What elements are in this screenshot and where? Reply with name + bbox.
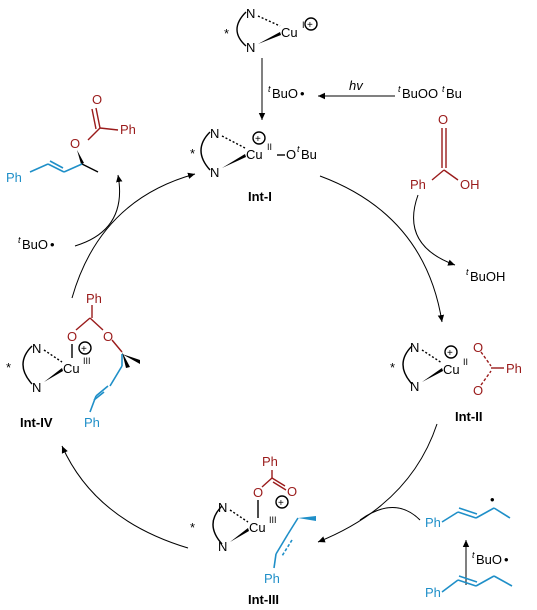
- svg-text:N: N: [218, 539, 227, 554]
- svg-text:Cu: Cu: [63, 361, 80, 376]
- svg-text:III: III: [83, 356, 91, 366]
- svg-text:O: O: [92, 92, 102, 107]
- svg-text:*: *: [6, 360, 11, 375]
- svg-text:t: t: [442, 84, 445, 94]
- svg-text:N: N: [32, 341, 41, 356]
- svg-text:*: *: [190, 520, 195, 535]
- svg-text:+: +: [447, 348, 453, 359]
- ligand-arc: [236, 11, 247, 47]
- svg-text:Ph: Ph: [86, 291, 102, 306]
- int-iii-complex: * N N Cu III + O O Ph Ph Int-III: [190, 454, 316, 607]
- int-ii-label: Int-II: [455, 409, 482, 424]
- cu-i-complex: * N N Cu I +: [224, 6, 318, 55]
- svg-text:II: II: [267, 142, 272, 152]
- svg-text:•: •: [300, 86, 305, 101]
- svg-text:Ph: Ph: [262, 454, 278, 469]
- svg-text:t: t: [466, 267, 469, 277]
- svg-text:Ph: Ph: [120, 122, 136, 137]
- product-ester: O Ph O Ph: [6, 92, 136, 185]
- svg-text:O: O: [438, 112, 448, 127]
- svg-text:O: O: [473, 340, 483, 355]
- tbuoh-label: BuOH: [470, 269, 505, 284]
- svg-text:*: *: [390, 360, 395, 375]
- svg-text:Bu: Bu: [446, 86, 462, 101]
- svg-text:Cu: Cu: [246, 147, 263, 162]
- svg-text:O: O: [70, 136, 80, 151]
- radical-dot: •: [490, 492, 495, 507]
- int-iv-label: Int-IV: [20, 415, 53, 430]
- svg-text:Cu: Cu: [443, 362, 460, 377]
- copper-label: Cu: [281, 25, 298, 40]
- svg-text:•: •: [50, 237, 55, 252]
- benzoic-acid: O Ph OH: [410, 112, 480, 192]
- hv-label: hv: [349, 78, 364, 93]
- tbuo-left-label: BuO: [22, 237, 48, 252]
- svg-text:+: +: [278, 498, 284, 509]
- svg-text:t: t: [297, 144, 300, 154]
- product-release-arrow: [74, 174, 123, 247]
- svg-text:O: O: [103, 329, 113, 344]
- svg-text:•: •: [504, 552, 509, 567]
- svg-text:N: N: [210, 165, 219, 180]
- svg-text:O: O: [473, 383, 483, 398]
- svg-text:Cu: Cu: [249, 520, 266, 535]
- int-iv-complex: * N N Cu III + O Ph O Ph Int-IV: [6, 291, 140, 430]
- svg-text:t: t: [18, 235, 21, 245]
- product-ph: Ph: [6, 170, 22, 185]
- tbuoh-release-arrow: [413, 194, 456, 266]
- svg-text:III: III: [269, 515, 277, 525]
- n-bottom: N: [246, 40, 255, 55]
- svg-text:O: O: [253, 485, 263, 500]
- cycle-arrow-int3-int4: [61, 445, 189, 549]
- svg-text:N: N: [410, 379, 419, 394]
- svg-text:Ph: Ph: [425, 515, 441, 530]
- int-i-label: Int-I: [248, 189, 272, 204]
- int-ii-complex: * N N Cu II + O O Ph Int-II: [390, 340, 522, 424]
- wedge-bond: [258, 32, 281, 44]
- svg-text:Ph: Ph: [264, 571, 280, 586]
- svg-text:II: II: [463, 357, 468, 367]
- cycle-arrow-int1-int2: [319, 175, 445, 323]
- tbuo-bottom-label: BuO: [476, 552, 502, 567]
- svg-text:Bu: Bu: [301, 147, 317, 162]
- svg-text:+: +: [81, 344, 87, 355]
- svg-text:Ph: Ph: [84, 415, 100, 430]
- svg-text:N: N: [210, 126, 219, 141]
- svg-text:+: +: [255, 134, 261, 145]
- cycle-arrow-int2-int3: [317, 423, 438, 543]
- radical-entry-arrow: [359, 507, 421, 521]
- n-top: N: [246, 6, 255, 21]
- dashed-bond: [257, 15, 281, 27]
- alkene-ph: Ph: [425, 585, 441, 600]
- svg-text:O: O: [67, 329, 77, 344]
- svg-text:N: N: [218, 500, 227, 515]
- plus-sign: +: [307, 20, 313, 31]
- radical-formation: Ph • t BuO • Ph: [425, 492, 513, 600]
- svg-text:Ph: Ph: [410, 177, 426, 192]
- int-iii-label: Int-III: [248, 592, 279, 607]
- charge-circle: [304, 17, 318, 31]
- svg-text:*: *: [190, 146, 195, 161]
- svg-text:t: t: [268, 84, 271, 94]
- svg-text:OH: OH: [460, 177, 480, 192]
- svg-text:O: O: [287, 484, 297, 499]
- svg-text:N: N: [32, 380, 41, 395]
- svg-text:N: N: [410, 340, 419, 355]
- svg-text:O: O: [286, 147, 296, 162]
- oxidation-state: I: [302, 20, 305, 30]
- int-i-complex: * N N Cu II O t Bu + Int-I: [190, 126, 317, 204]
- tbuo-radical-label: BuO: [272, 86, 298, 101]
- svg-text:t: t: [398, 84, 401, 94]
- cycle-arrow-int4-int1: [71, 172, 196, 299]
- svg-text:t: t: [472, 550, 475, 560]
- chiral-star: *: [224, 26, 229, 41]
- svg-text:Ph: Ph: [506, 361, 522, 376]
- peroxide-label: BuOO: [402, 86, 438, 101]
